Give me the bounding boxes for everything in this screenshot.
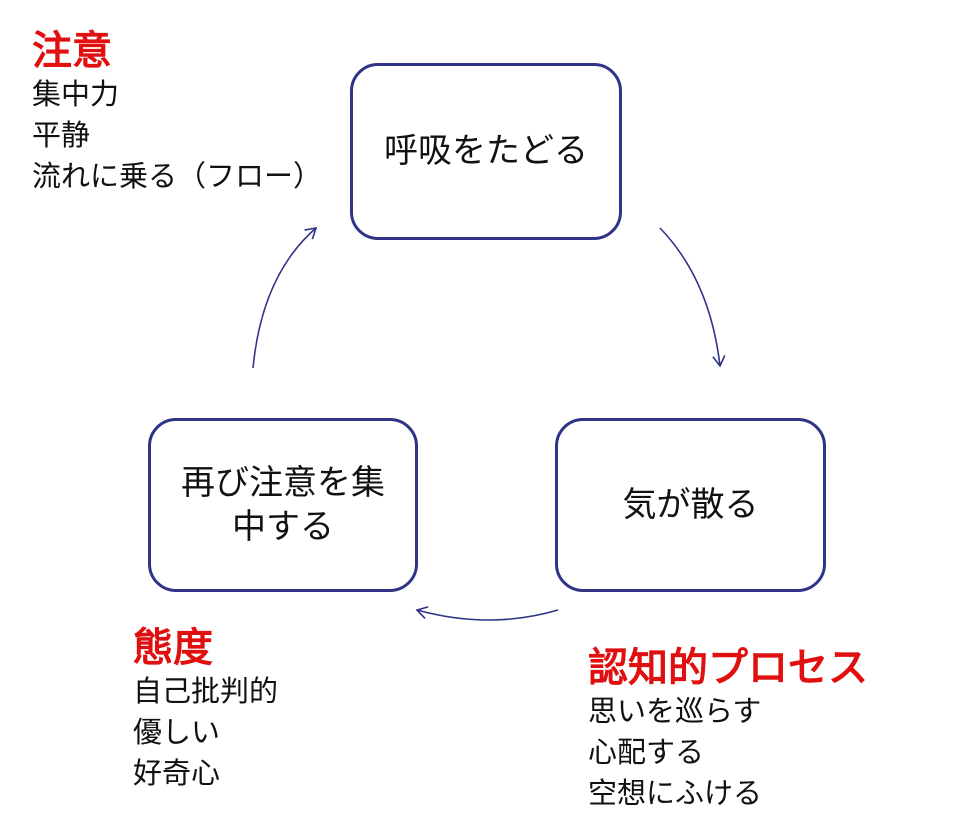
note-attention: 注意 集中力 平静 流れに乗る（フロー） (32, 28, 322, 197)
note-attention-list: 集中力 平静 流れに乗る（フロー） (32, 74, 322, 197)
list-item: 好奇心 (133, 756, 221, 790)
list-item: 集中力 (32, 77, 120, 111)
list-item: 自己批判的 (133, 674, 279, 708)
arrow-distracted-to-refocus (415, 606, 559, 621)
node-refocus-attention-label: 再び注意を集中する (181, 462, 385, 547)
list-item: 流れに乗る（フロー） (32, 159, 323, 193)
note-attitude-heading: 態度 (133, 625, 213, 671)
note-cognitive-process-heading: 認知的プロセス (588, 645, 868, 691)
arrow-refocus-to-breath (252, 226, 318, 369)
node-follow-breath: 呼吸をたどる (350, 63, 622, 240)
list-item: 空想にふける (588, 776, 763, 810)
node-refocus-attention: 再び注意を集中する (148, 418, 418, 592)
note-attitude: 態度 自己批判的 優しい 好奇心 (133, 625, 278, 794)
node-follow-breath-label: 呼吸をたどる (384, 131, 588, 172)
node-mind-wanders: 気が散る (555, 418, 826, 592)
note-cognitive-process: 認知的プロセス 思いを巡らす 心配する 空想にふける (588, 645, 868, 814)
note-cognitive-process-list: 思いを巡らす 心配する 空想にふける (588, 691, 868, 814)
list-item: 心配する (588, 735, 705, 769)
note-attitude-list: 自己批判的 優しい 好奇心 (133, 671, 278, 794)
arrow-breath-to-distracted (659, 227, 726, 368)
list-item: 平静 (32, 118, 91, 152)
list-item: 思いを巡らす (588, 694, 762, 728)
note-attention-heading: 注意 (32, 28, 112, 74)
list-item: 優しい (133, 715, 221, 749)
node-mind-wanders-label: 気が散る (622, 484, 759, 525)
